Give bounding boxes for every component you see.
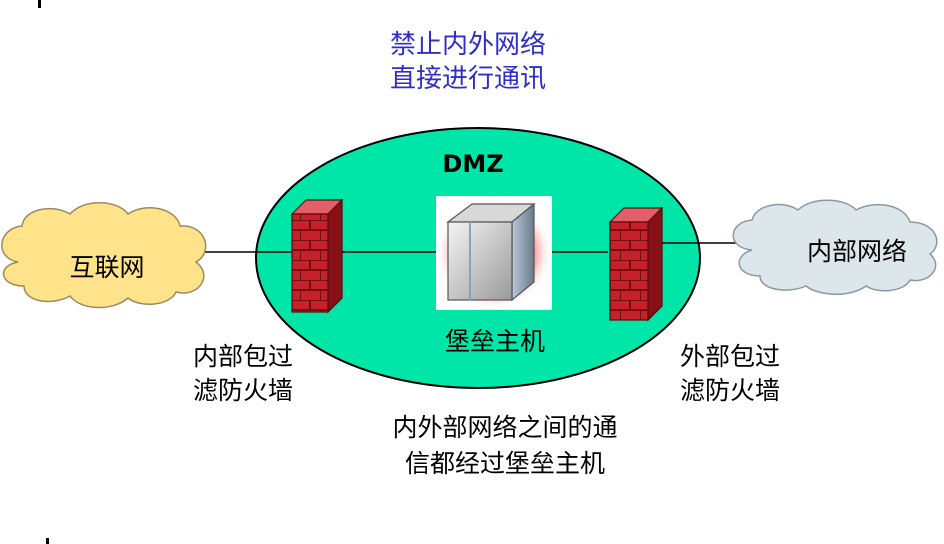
- bastion-host-icon: [436, 196, 552, 310]
- inner-firewall-label: 内部包过 滤防火墙: [168, 340, 318, 408]
- internet-cloud-icon: [1, 202, 207, 309]
- outer-firewall-icon: [608, 206, 664, 322]
- bottom-note-line-1: 内外部网络之间的通: [392, 413, 618, 442]
- intranet-label: 内部网络: [806, 237, 907, 266]
- bottom-note: 内外部网络之间的通 信都经过堡垒主机: [345, 410, 665, 482]
- bastion-host-label: 堡垒主机: [444, 327, 545, 356]
- outer-firewall-label: 外部包过 滤防火墙: [655, 340, 805, 408]
- bottom-note-line-2: 信都经过堡垒主机: [404, 449, 605, 478]
- internet-label: 互联网: [69, 253, 145, 282]
- dmz-label: DMZ: [442, 150, 504, 178]
- notice-text: 禁止内外网络 直接进行通讯: [318, 28, 618, 96]
- corner-mark-top: [38, 0, 41, 8]
- notice-line-1: 禁止内外网络: [389, 30, 546, 60]
- outer-firewall-label-line-1: 外部包过: [679, 342, 780, 371]
- inner-firewall-icon: [290, 198, 344, 314]
- outer-firewall-label-line-2: 滤防火墙: [679, 376, 780, 405]
- notice-line-2: 直接进行通讯: [389, 64, 546, 94]
- inner-firewall-label-line-2: 滤防火墙: [192, 376, 293, 405]
- intranet-cloud-icon: [732, 199, 938, 295]
- corner-mark-bottom: [46, 538, 49, 544]
- inner-firewall-label-line-1: 内部包过: [192, 342, 293, 371]
